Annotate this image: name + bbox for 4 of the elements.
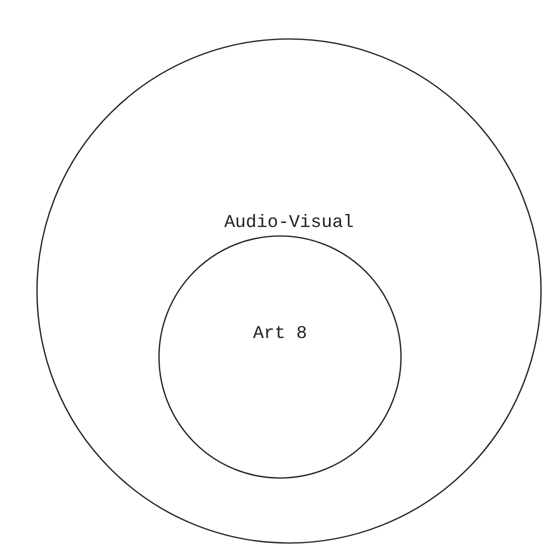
circle-label: Art 8 (253, 323, 307, 345)
outer-circle (36, 38, 542, 544)
circle-label: Audio-Visual (223, 212, 355, 234)
inner-circle (158, 235, 402, 479)
